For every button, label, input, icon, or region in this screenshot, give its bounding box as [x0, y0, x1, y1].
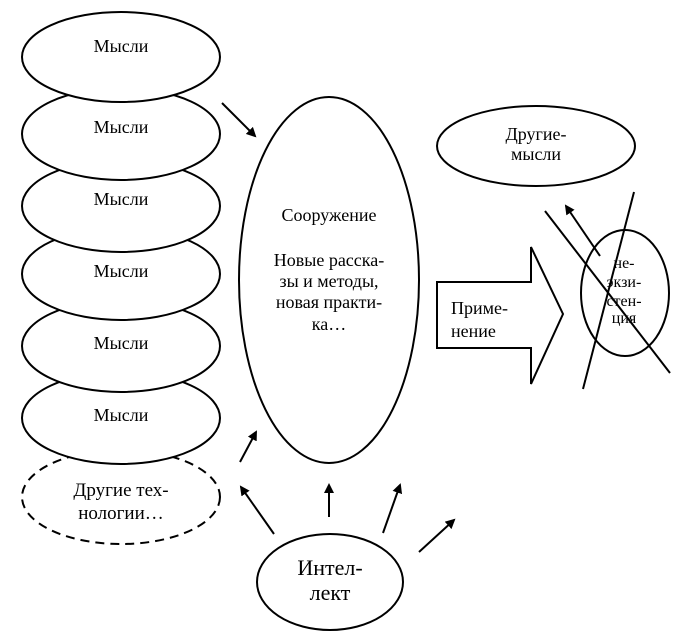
arrow-tech-to-construction: [239, 430, 257, 463]
other-technologies-line-1: Другие тех-: [73, 480, 168, 501]
arrow-intellect-to-tech: [239, 485, 275, 535]
other-thoughts-line-1: Другие-: [505, 124, 566, 144]
other-thoughts-line-2: мысли: [511, 144, 561, 164]
arrow-intellect-up-right: [382, 483, 403, 534]
other-thoughts-node: Другие- мысли: [436, 105, 636, 187]
application-arrow: Приме- нение: [436, 246, 565, 385]
thought-node-6: Мысли: [21, 371, 221, 465]
nonexistence-line-1: не-: [614, 255, 635, 272]
thought-label: Мысли: [94, 261, 149, 281]
nonexistence-line-2: экзи-: [607, 274, 642, 291]
other-technologies-node: Другие тех- нологии…: [21, 449, 221, 545]
application-line-2: нение: [451, 321, 496, 341]
thought-node-4: Мысли: [21, 227, 221, 321]
construction-line-3: новая практи-: [276, 292, 382, 312]
thought-label: Мысли: [94, 117, 149, 137]
construction-node: Сооружение Новые расска- зы и методы, но…: [238, 96, 420, 464]
arrow-nonexistence-to-other-thoughts: [564, 204, 601, 257]
arrow-intellect-right: [418, 518, 456, 553]
intellect-line-1: Интел-: [297, 555, 362, 580]
construction-line-1: Новые расска-: [274, 250, 385, 270]
other-technologies-line-2: нологии…: [78, 503, 164, 524]
nonexistence-node: не- экзи- стен- ция: [580, 229, 670, 357]
construction-title: Сооружение: [282, 205, 377, 225]
arrow-thoughts-to-construction: [221, 102, 257, 138]
construction-line-4: ка…: [312, 314, 346, 334]
intellect-line-2: лект: [310, 580, 351, 605]
thought-label: Мысли: [94, 36, 149, 56]
construction-line-2: зы и методы,: [279, 271, 378, 291]
thought-label: Мысли: [94, 189, 149, 209]
nonexistence-line-3: стен-: [606, 293, 641, 310]
intellect-node: Интел- лект: [256, 533, 404, 631]
cross-out-line-2: [582, 191, 635, 390]
thought-node-1: Мысли: [21, 11, 221, 103]
application-line-1: Приме-: [451, 298, 508, 318]
thought-label: Мысли: [94, 333, 149, 353]
thought-label: Мысли: [94, 405, 149, 425]
